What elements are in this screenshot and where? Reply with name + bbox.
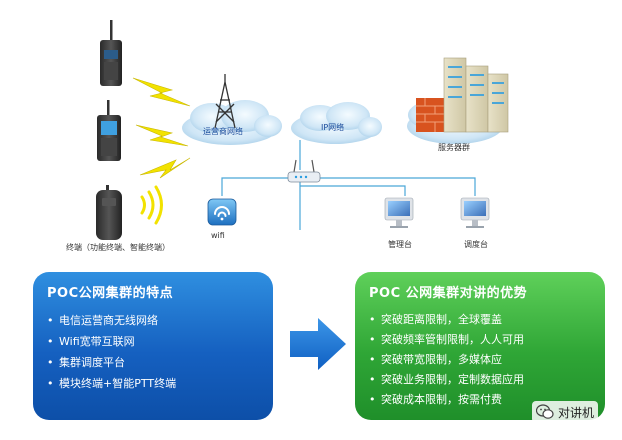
lightning-bolt-icon [132, 77, 191, 107]
feature-item: 模块终端+智能PTT终端 [47, 373, 176, 394]
features-panel: POC公网集群的特点 电信运营商无线网络 Wifi宽带互联网 集群调度平台 模块… [33, 272, 273, 420]
wifi-app-icon [207, 198, 237, 226]
watermark: 对讲机 [532, 401, 599, 423]
advantages-list: 突破距离限制，全球覆盖 突破频率管制限制，人人可用 突破带宽限制，多媒体应 突破… [369, 310, 524, 410]
advantages-panel-title: POC 公网集群对讲的优势 [369, 286, 528, 301]
wechat-icon [536, 404, 554, 419]
carrier-network-label: 运营商网络 [203, 126, 243, 136]
network-diagram: 运营商网络 IP网络 服务器群 [66, 20, 509, 252]
feature-item: 电信运营商无线网络 [47, 310, 176, 331]
ip-network-label: IP网络 [321, 122, 344, 132]
server-cluster-label: 服务器群 [438, 142, 470, 152]
wifi-waves-icon [140, 185, 163, 225]
management-console-icon [384, 197, 414, 228]
walkie-talkie-icon [100, 20, 122, 86]
advantage-item: 突破成本限制，按需付费 [369, 390, 524, 410]
module-terminal-icon [96, 185, 122, 240]
advantage-item: 突破业务限制，定制数据应用 [369, 370, 524, 390]
advantage-item: 突破带宽限制，多媒体应 [369, 350, 524, 370]
management-console-label: 管理台 [388, 239, 412, 249]
wifi-label: wifi [211, 231, 225, 240]
watermark-text: 对讲机 [558, 405, 595, 420]
right-arrow-icon [290, 318, 346, 370]
connection-lines [221, 140, 476, 230]
router-icon [287, 159, 321, 183]
feature-item: Wifi宽带互联网 [47, 331, 176, 352]
advantages-panel: POC 公网集群对讲的优势 突破距离限制，全球覆盖 突破频率管制限制，人人可用 … [355, 272, 605, 420]
carrier-network-cloud [182, 100, 282, 145]
cell-tower-icon [214, 74, 236, 129]
ip-network-cloud [291, 102, 382, 144]
smart-walkie-talkie-icon [97, 100, 121, 161]
terminals-label: 终端（功能终端、智能终端） [66, 242, 170, 252]
features-panel-title: POC公网集群的特点 [47, 286, 174, 301]
dispatch-console-icon [460, 197, 490, 228]
feature-item: 集群调度平台 [47, 352, 176, 373]
firewall-icon [416, 98, 444, 132]
lightning-bolt-icon [135, 124, 189, 147]
lightning-bolt-icon [139, 157, 191, 179]
features-list: 电信运营商无线网络 Wifi宽带互联网 集群调度平台 模块终端+智能PTT终端 [47, 310, 176, 394]
dispatch-console-label: 调度台 [464, 239, 488, 249]
advantage-item: 突破频率管制限制，人人可用 [369, 330, 524, 350]
server-rack-icon [443, 57, 509, 133]
advantage-item: 突破距离限制，全球覆盖 [369, 310, 524, 330]
lightning-bolt-icons [132, 77, 191, 179]
